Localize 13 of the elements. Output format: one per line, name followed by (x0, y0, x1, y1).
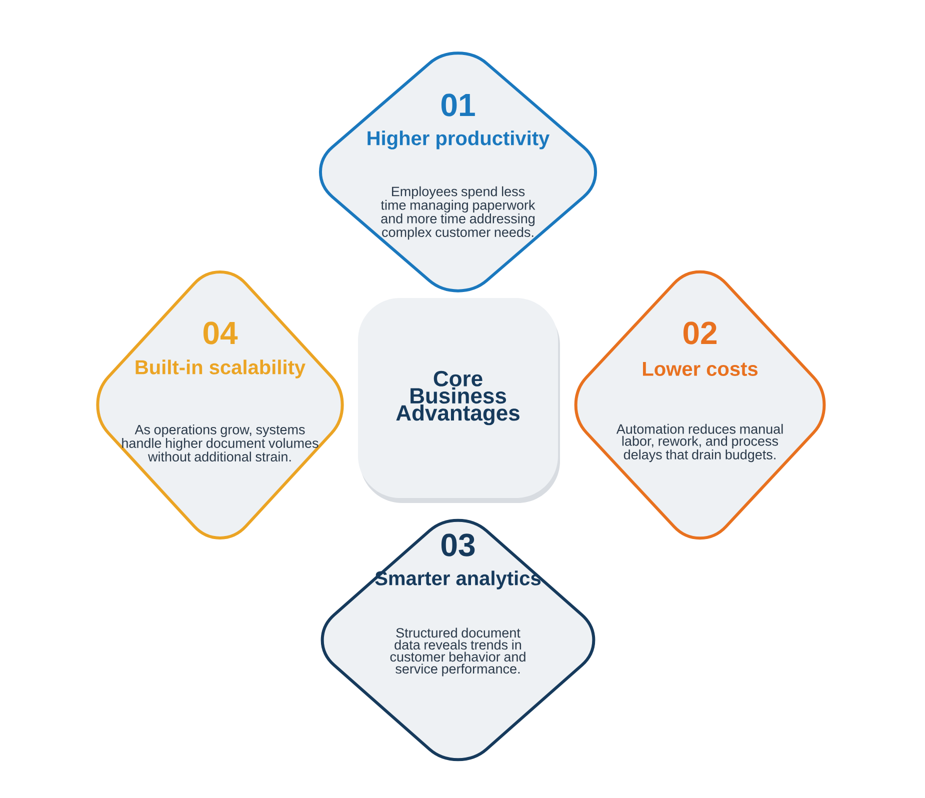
card-description: Automation reduces manual labor, rework, and process delays that drain budgets. (616, 424, 783, 462)
card-heading: Smarter analytics (375, 570, 541, 590)
card-heading: Lower costs (643, 362, 758, 376)
step-number: 02 (683, 322, 717, 344)
step-number: 03 (441, 534, 475, 556)
card-heading: Built-in scalability (136, 360, 306, 378)
step-number: 01 (441, 94, 475, 116)
step-number: 04 (203, 322, 238, 344)
center-card: Core Business Advantages (358, 298, 560, 503)
card-description: Employees spend less time managing paperwork and more time addressing complex customer needs. (380, 186, 536, 240)
card-description: Structured document data reveals trends in customer behavior and service performance. (390, 628, 526, 676)
card-heading: Higher productivity (368, 130, 550, 150)
card-description: As operations grow, systems handle higher document volumes without additional strain. (122, 424, 318, 462)
